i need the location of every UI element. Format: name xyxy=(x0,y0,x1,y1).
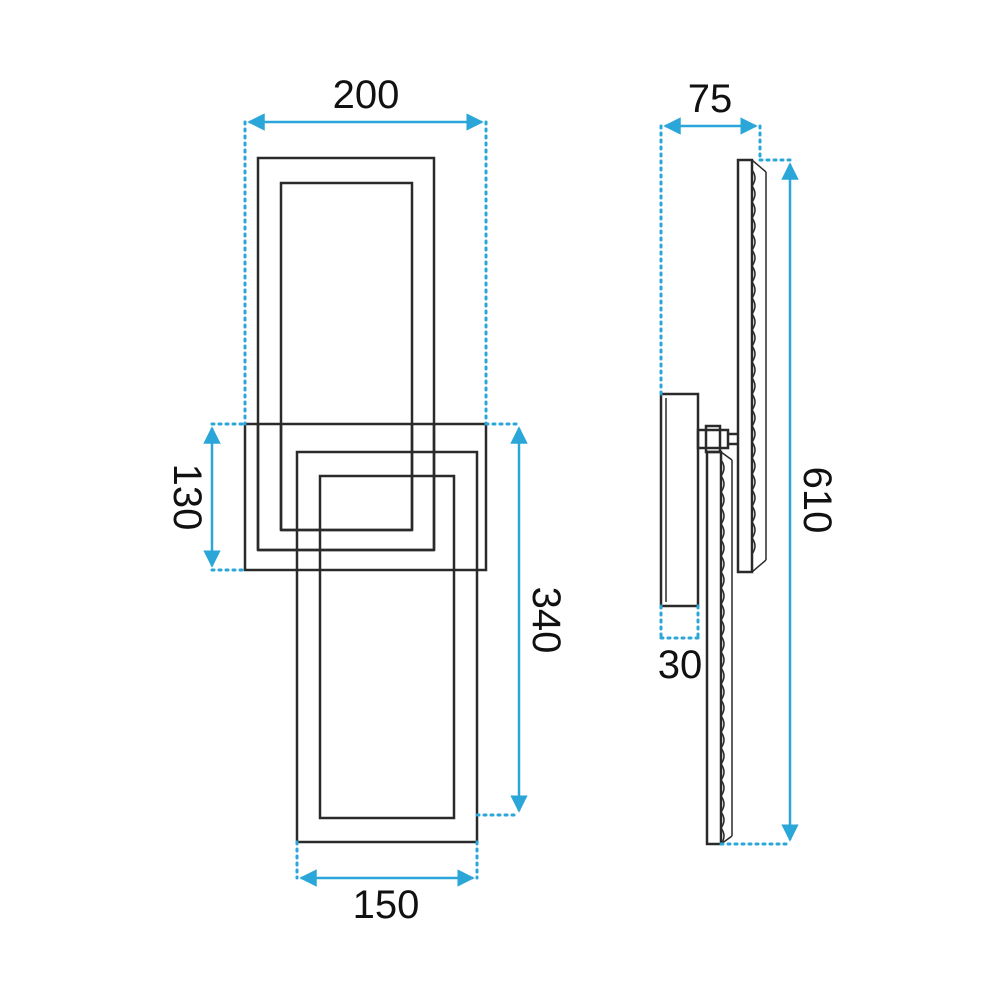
lower-frame-outer xyxy=(295,450,479,844)
mount-plate xyxy=(243,422,488,572)
upper-panel-side xyxy=(736,158,754,574)
dim-130-label: 130 xyxy=(165,464,209,531)
dim-75-label: 75 xyxy=(688,77,733,121)
dim-200-label: 200 xyxy=(333,73,400,117)
lower-panel-side xyxy=(705,450,723,846)
dim-150-label: 150 xyxy=(353,883,420,927)
upper-frame-inner xyxy=(279,181,414,532)
upper-frame-outer xyxy=(256,156,436,552)
lower-frame-inner xyxy=(318,474,456,820)
dim-340-label: 340 xyxy=(524,587,568,654)
side-view: 75 30 610 xyxy=(658,77,839,846)
upper-panel-bottom-cap xyxy=(751,559,767,573)
upper-panel-top-cap xyxy=(751,159,767,173)
wall-base xyxy=(659,392,700,608)
dim-610-label: 610 xyxy=(795,467,839,534)
dim-30-label: 30 xyxy=(658,643,703,687)
upper-panel-diffuser xyxy=(751,169,756,555)
front-view: 200 130 340 150 xyxy=(165,73,568,927)
connector-arm xyxy=(696,428,730,450)
lower-panel-diffuser xyxy=(720,459,725,845)
lower-panel-top-cap xyxy=(720,451,733,461)
